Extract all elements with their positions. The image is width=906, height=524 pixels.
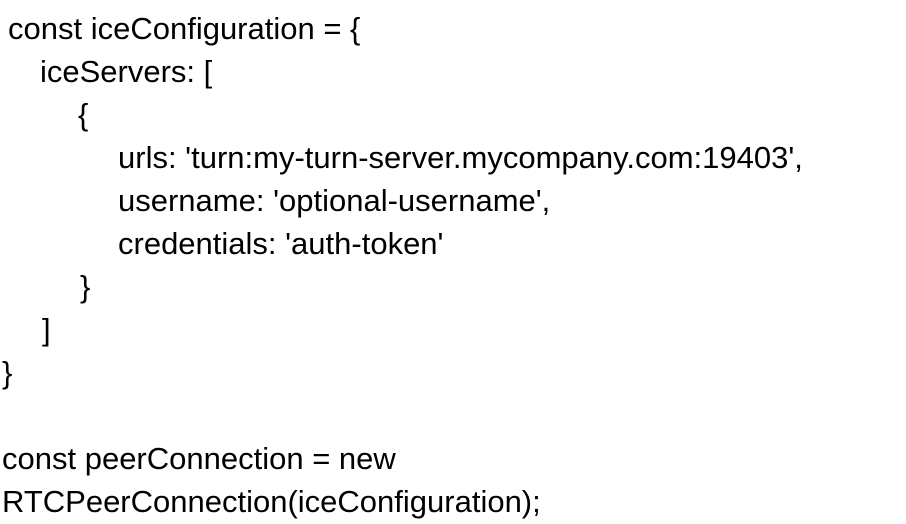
code-line: } [80, 269, 91, 304]
code-line: const peerConnection = new [2, 441, 396, 476]
code-line: { [78, 97, 89, 132]
code-line: credentials: 'auth-token' [118, 226, 444, 261]
code-line: urls: 'turn:my-turn-server.mycompany.com… [118, 140, 803, 175]
code-line: iceServers: [ [40, 54, 213, 89]
code-line: const iceConfiguration = { [8, 11, 361, 46]
code-line: ] [42, 312, 51, 347]
code-line-blank [0, 394, 906, 437]
code-line: username: 'optional-username', [118, 183, 551, 218]
code-line: } [2, 355, 13, 390]
code-line: RTCPeerConnection(iceConfiguration); [2, 484, 541, 519]
